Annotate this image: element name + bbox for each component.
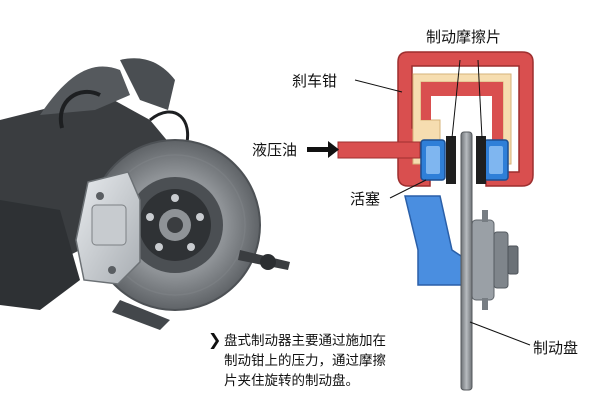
label-hydraulic-oil: 液压油	[252, 141, 298, 159]
brake-disc-section	[460, 131, 473, 391]
brake-pads-leader-left	[451, 59, 461, 139]
right-piston	[476, 136, 509, 184]
piston-leader	[389, 179, 427, 199]
caliper-section	[397, 51, 534, 187]
caliper-leader	[354, 79, 403, 93]
hub-assembly	[471, 210, 519, 310]
label-piston: 活塞	[350, 190, 381, 208]
chevron-right-icon: ❯	[208, 330, 222, 349]
brake-pads-leader-right	[477, 59, 483, 139]
brake-disc-leader	[469, 321, 531, 346]
caption-line-3: 片夹住旋转的制动盘。	[224, 373, 359, 389]
label-brake-pads: 制动摩擦片	[426, 28, 502, 46]
left-piston	[420, 136, 456, 184]
knuckle-part	[404, 195, 471, 286]
brake-cross-section	[307, 51, 534, 391]
label-brake-disc: 制动盘	[533, 339, 579, 357]
caption-line-1: 盘式制动器主要通过施加在	[224, 333, 386, 349]
label-caliper: 刹车钳	[292, 72, 338, 90]
arrow-right-icon	[307, 141, 339, 158]
caption-text: 盘式制动器主要通过施加在 制动钳上的压力，通过摩擦 片夹住旋转的制动盘。	[224, 331, 474, 391]
caption-line-2: 制动钳上的压力，通过摩擦	[224, 353, 386, 369]
brake-assembly-photo	[0, 58, 290, 330]
